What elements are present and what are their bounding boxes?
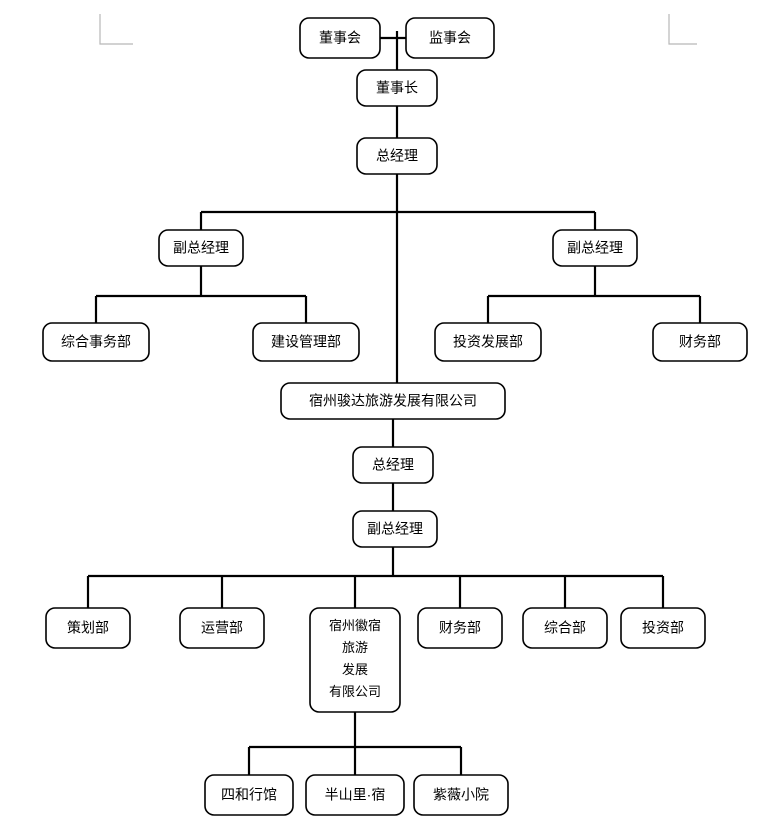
node-label-banshanli-su: 半山里·宿	[325, 787, 386, 803]
node-box-general-manager-top	[356, 137, 438, 175]
node-box-construction-mgmt-dept	[252, 322, 360, 362]
chart-connector-lines	[86, 31, 702, 775]
node-investment-dept[interactable]: 投资部	[620, 607, 706, 649]
node-board-of-supervisors[interactable]: 监事会	[405, 17, 495, 59]
node-huisu-company[interactable]: 宿州徽宿旅游发展有限公司	[309, 607, 401, 713]
margin-mark-top-left	[99, 14, 133, 45]
node-general-manager-top[interactable]: 总经理	[356, 137, 438, 175]
node-box-sihe-guesthouse	[204, 774, 294, 816]
node-box-deputy-gm-right	[552, 229, 638, 267]
node-label-planning-dept: 策划部	[67, 620, 109, 636]
node-banshanli-su[interactable]: 半山里·宿	[305, 774, 405, 816]
node-box-investment-dev-dept	[434, 322, 542, 362]
node-label-ziwei-courtyard: 紫薇小院	[433, 787, 489, 803]
node-box-comprehensive-dept	[522, 607, 608, 649]
node-box-deputy-gm-left	[158, 229, 244, 267]
node-label-sihe-guesthouse: 四和行馆	[221, 787, 277, 803]
node-board-of-directors[interactable]: 董事会	[299, 17, 381, 59]
node-junda-company[interactable]: 宿州骏达旅游发展有限公司	[280, 382, 506, 420]
node-box-chairman	[356, 69, 438, 107]
chart-node-boxes: 董事会监事会董事长总经理副总经理副总经理综合事务部建设管理部投资发展部财务部宿州…	[42, 17, 748, 816]
node-label-operations-dept: 运营部	[201, 620, 243, 636]
node-label-deputy-gm-mid: 副总经理	[367, 521, 423, 537]
node-box-board-of-supervisors	[405, 17, 495, 59]
node-deputy-gm-mid[interactable]: 副总经理	[352, 510, 438, 548]
node-label-board-of-supervisors: 监事会	[429, 30, 471, 46]
node-box-operations-dept	[179, 607, 265, 649]
node-label-board-of-directors: 董事会	[319, 30, 361, 46]
node-label-investment-dev-dept: 投资发展部	[453, 334, 523, 350]
node-box-finance-dept-upper	[652, 322, 748, 362]
node-box-investment-dept	[620, 607, 706, 649]
node-ziwei-courtyard[interactable]: 紫薇小院	[413, 774, 509, 816]
node-label-junda-company: 宿州骏达旅游发展有限公司	[309, 393, 477, 409]
node-label-general-manager-top: 总经理	[376, 148, 418, 164]
node-label-huisu-company: 宿州徽宿旅游发展有限公司	[329, 618, 381, 699]
node-planning-dept[interactable]: 策划部	[45, 607, 131, 649]
node-construction-mgmt-dept[interactable]: 建设管理部	[252, 322, 360, 362]
node-finance-dept-lower[interactable]: 财务部	[417, 607, 503, 649]
node-operations-dept[interactable]: 运营部	[179, 607, 265, 649]
node-label-chairman: 董事长	[376, 80, 418, 96]
node-label-construction-mgmt-dept: 建设管理部	[271, 334, 341, 350]
node-general-affairs-dept[interactable]: 综合事务部	[42, 322, 150, 362]
node-label-finance-dept-lower: 财务部	[439, 620, 481, 636]
page-margin-marks	[99, 14, 697, 45]
node-label-general-manager-mid: 总经理	[372, 457, 414, 473]
node-box-board-of-directors	[299, 17, 381, 59]
node-box-huisu-company	[309, 607, 401, 713]
node-label-general-affairs-dept: 综合事务部	[61, 334, 131, 350]
node-box-junda-company	[280, 382, 506, 420]
node-deputy-gm-right[interactable]: 副总经理	[552, 229, 638, 267]
node-box-general-affairs-dept	[42, 322, 150, 362]
node-box-ziwei-courtyard	[413, 774, 509, 816]
node-box-banshanli-su	[305, 774, 405, 816]
node-label-finance-dept-upper: 财务部	[679, 334, 721, 350]
node-box-finance-dept-lower	[417, 607, 503, 649]
node-comprehensive-dept[interactable]: 综合部	[522, 607, 608, 649]
node-investment-dev-dept[interactable]: 投资发展部	[434, 322, 542, 362]
margin-mark-top-right	[668, 14, 697, 45]
node-box-planning-dept	[45, 607, 131, 649]
node-label-deputy-gm-left: 副总经理	[173, 240, 229, 256]
node-finance-dept-upper[interactable]: 财务部	[652, 322, 748, 362]
node-box-general-manager-mid	[352, 446, 434, 484]
node-label-comprehensive-dept: 综合部	[544, 620, 586, 636]
node-label-investment-dept: 投资部	[642, 620, 684, 636]
node-box-deputy-gm-mid	[352, 510, 438, 548]
node-deputy-gm-left[interactable]: 副总经理	[158, 229, 244, 267]
node-label-deputy-gm-right: 副总经理	[567, 240, 623, 256]
node-general-manager-mid[interactable]: 总经理	[352, 446, 434, 484]
node-sihe-guesthouse[interactable]: 四和行馆	[204, 774, 294, 816]
node-chairman[interactable]: 董事长	[356, 69, 438, 107]
